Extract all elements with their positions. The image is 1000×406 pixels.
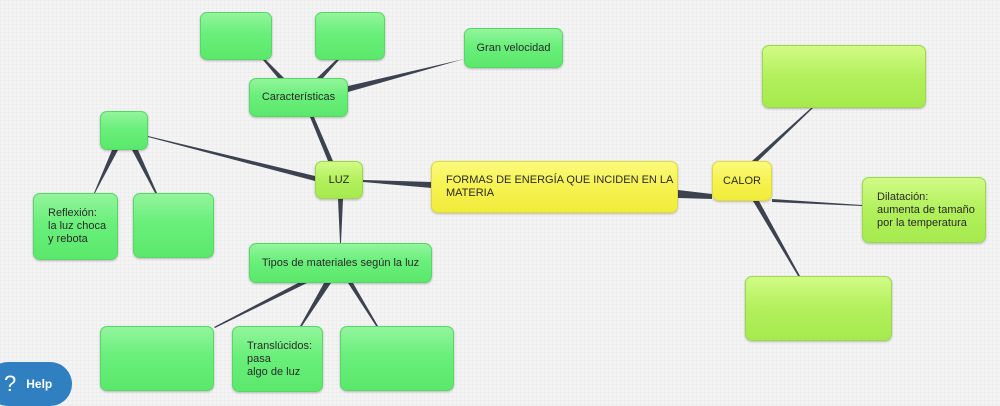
node-empty-f[interactable] [340, 326, 454, 391]
node-gran-velocidad[interactable]: Gran velocidad [464, 28, 563, 68]
node-root[interactable]: FORMAS DE ENERGÍA QUE INCIDEN EN LA MATE… [431, 161, 678, 213]
node-calor[interactable]: CALOR [712, 161, 772, 201]
link-emptyc-reflexion [94, 150, 118, 193]
node-text: Características [261, 91, 336, 103]
link-tipos-trans [300, 283, 331, 326]
node-calor-empty-top[interactable] [762, 45, 926, 108]
link-emptyc-emptyd [132, 150, 157, 193]
node-text: Gran velocidad [476, 41, 551, 54]
node-text: Reflexión: la luz choca y rebota [48, 207, 107, 245]
link-calor-bottom [753, 201, 800, 276]
node-translucidos[interactable]: Translúcidos: pasa algo de luz [232, 326, 323, 392]
link-luz-emptyc [148, 136, 315, 181]
link-luz-caracteristicas [310, 117, 333, 161]
node-text: Tipos de materiales según la luz [261, 256, 420, 269]
node-empty-d[interactable] [133, 193, 214, 258]
link-car-emptyb [317, 60, 339, 78]
link-tipos-emptyf [348, 283, 378, 326]
link-car-gran [348, 59, 464, 92]
help-button[interactable]: ? Help [0, 362, 72, 406]
link-root-calor [678, 190, 712, 199]
node-empty-b[interactable] [315, 12, 385, 60]
node-empty-c[interactable] [100, 111, 148, 150]
link-root-luz [363, 180, 432, 188]
link-calor-top [752, 108, 813, 161]
node-text: FORMAS DE ENERGÍA QUE INCIDEN EN LA MATE… [446, 174, 674, 199]
node-calor-empty-bottom[interactable] [745, 276, 892, 341]
link-luz-tipos [338, 199, 343, 243]
node-empty-e[interactable] [100, 326, 214, 391]
link-car-emptya [263, 60, 284, 78]
node-text: CALOR [723, 174, 761, 187]
link-calor-dilatacion [772, 199, 862, 206]
node-luz[interactable]: LUZ [315, 161, 363, 199]
node-text: Dilatación: aumenta de tamaño por la tem… [877, 190, 975, 229]
node-caracteristicas[interactable]: Características [249, 78, 348, 117]
node-text: Translúcidos: pasa algo de luz [247, 339, 313, 378]
node-tipos-materiales[interactable]: Tipos de materiales según la luz [249, 243, 432, 283]
node-reflexion[interactable]: Reflexión: la luz choca y rebota [33, 193, 118, 260]
node-text: LUZ [328, 173, 350, 186]
link-tipos-emptye [214, 283, 307, 328]
question-icon: ? [4, 371, 17, 396]
help-label: Help [26, 377, 53, 391]
node-dilatacion[interactable]: Dilatación: aumenta de tamaño por la tem… [862, 177, 986, 243]
node-empty-a[interactable] [200, 12, 272, 60]
